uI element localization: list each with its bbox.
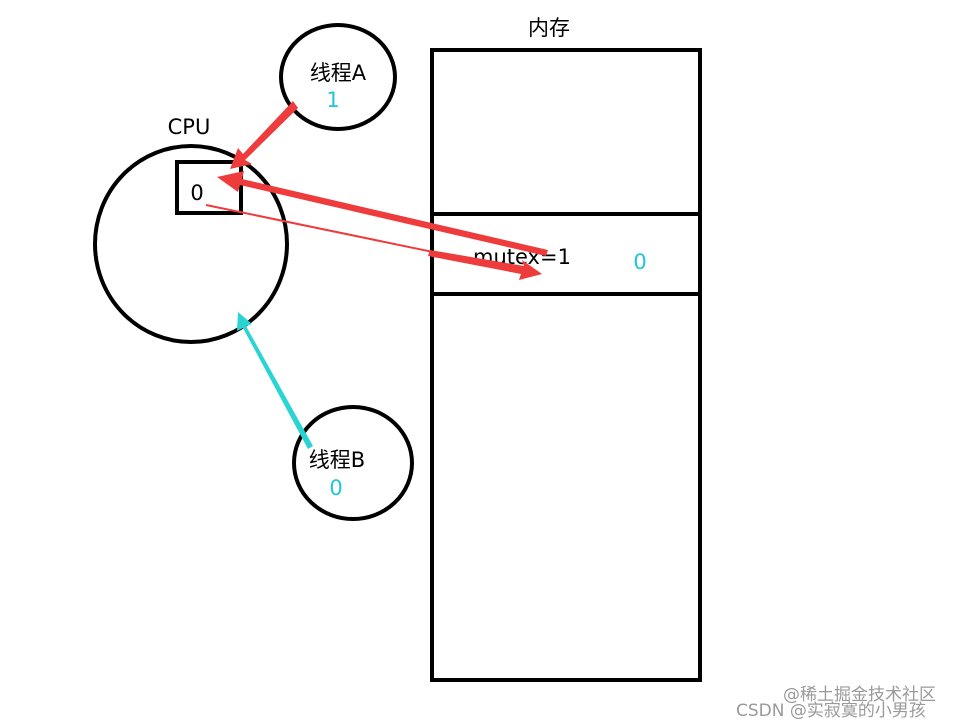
thread-b-circle <box>292 405 414 521</box>
thread-a-value: 1 <box>326 88 339 112</box>
memory-to-cpu-arrow <box>217 171 548 256</box>
thread-b-value: 0 <box>329 476 342 500</box>
watermark: @稀土掘金技术社区 CSDN @实寂寞的小男孩 <box>736 685 936 721</box>
memory-block: 内存 mutex=1 0 <box>430 16 702 682</box>
thread-b: 线程B 0 <box>292 405 414 521</box>
thread-a-name: 线程A <box>310 61 367 85</box>
watermark-line1: @稀土掘金技术社区 <box>783 685 936 705</box>
cpu-label: CPU <box>168 115 211 139</box>
memory-title: 内存 <box>528 16 570 40</box>
cpu-to-memory-arrow <box>428 250 542 280</box>
mutex-cell-value: 0 <box>633 250 646 274</box>
thread-b-name: 线程B <box>309 448 365 472</box>
thread-a-circle <box>279 23 397 131</box>
watermark-line2: CSDN @实寂寞的小男孩 <box>736 701 926 721</box>
thread-a: 线程A 1 <box>279 23 397 131</box>
thread-b-to-cpu-arrow <box>237 312 313 449</box>
cpu-register <box>175 160 243 215</box>
arrows <box>205 101 548 449</box>
cpu-circle <box>93 144 289 344</box>
cpu: CPU 0 <box>93 115 289 344</box>
memory-outline <box>430 48 702 682</box>
cpu-register-value: 0 <box>190 181 203 205</box>
thread-a-to-cpu-arrow <box>230 101 298 169</box>
